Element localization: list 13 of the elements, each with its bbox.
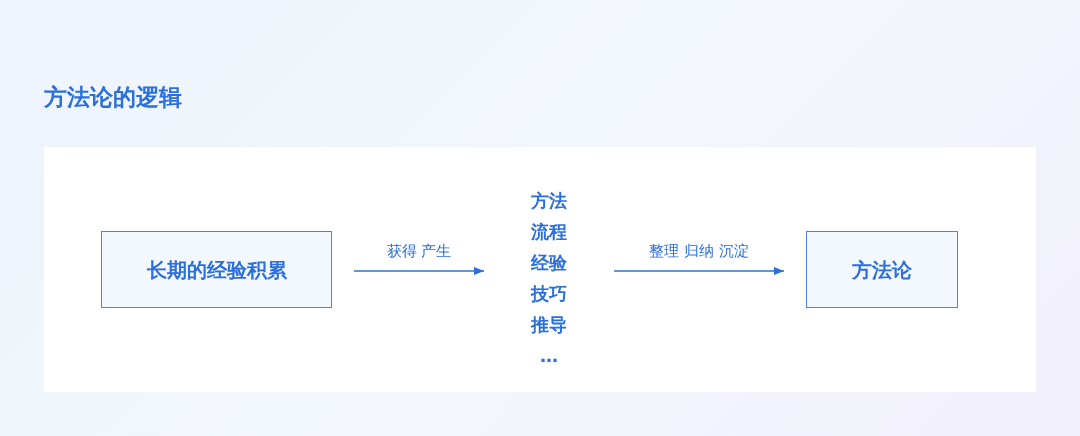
arrow xyxy=(353,266,485,276)
node-label: 长期的经验积累 xyxy=(146,258,287,281)
list-item: 方法 xyxy=(531,189,567,212)
list-item: 推导 xyxy=(531,313,567,336)
title: 方法论的逻辑 xyxy=(44,83,182,112)
list-item: … xyxy=(540,344,558,367)
arrow xyxy=(613,266,785,276)
node-label: 方法论 xyxy=(852,258,912,281)
list-item: 技巧 xyxy=(531,282,567,305)
list-item: 流程 xyxy=(531,220,567,243)
list-item: 经验 xyxy=(531,251,567,274)
process-box xyxy=(806,231,958,308)
process-box xyxy=(101,231,332,308)
